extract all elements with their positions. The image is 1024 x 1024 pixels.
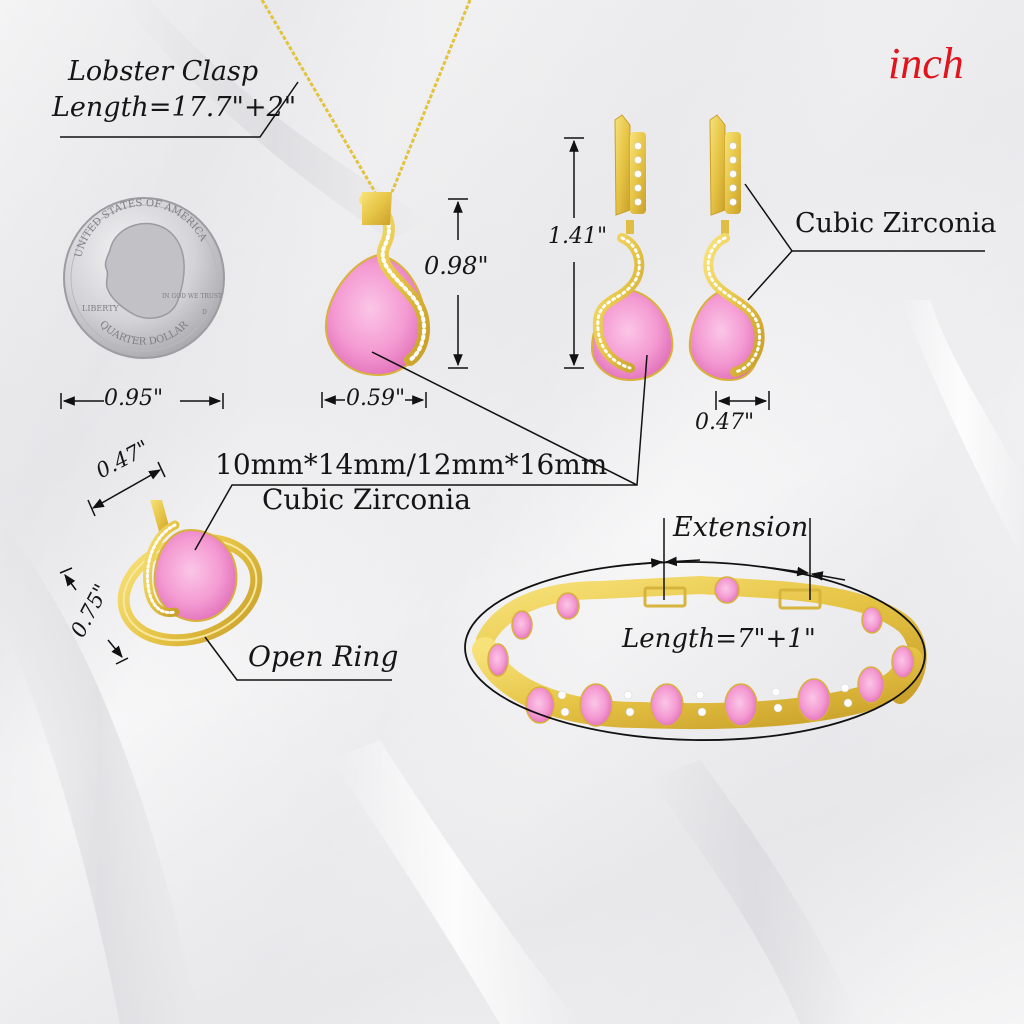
earring-left bbox=[590, 114, 674, 382]
earring-right bbox=[688, 114, 765, 382]
open-ring-label: Open Ring bbox=[248, 640, 399, 673]
bracelet-length-label: Length=7"+1" bbox=[622, 624, 816, 654]
stone-size-label: 10mm*14mm/12mm*16mm bbox=[215, 448, 608, 481]
pendant-height-label: 0.98" bbox=[424, 252, 489, 280]
earring-height-label: 1.41" bbox=[548, 224, 608, 249]
earring-stone-label: Cubic Zirconia bbox=[795, 208, 997, 239]
coin-motto: IN GOD WE TRUST bbox=[162, 293, 222, 300]
coin-diameter-label: 0.95" bbox=[104, 386, 164, 411]
bracelet-extension-label: Extension bbox=[673, 512, 809, 543]
earring-width-label: 0.47" bbox=[695, 410, 755, 435]
coin-mint-mark: D bbox=[202, 309, 207, 316]
lobster-clasp-label: Lobster Clasp bbox=[68, 56, 259, 87]
unit-label: inch bbox=[888, 39, 964, 88]
stone-material-label: Cubic Zirconia bbox=[262, 483, 471, 516]
necklace-length-label: Length=17.7"+2" bbox=[52, 92, 297, 123]
pendant-width-label: 0.59" bbox=[346, 386, 406, 411]
coin-liberty: LIBERTY bbox=[82, 304, 119, 313]
